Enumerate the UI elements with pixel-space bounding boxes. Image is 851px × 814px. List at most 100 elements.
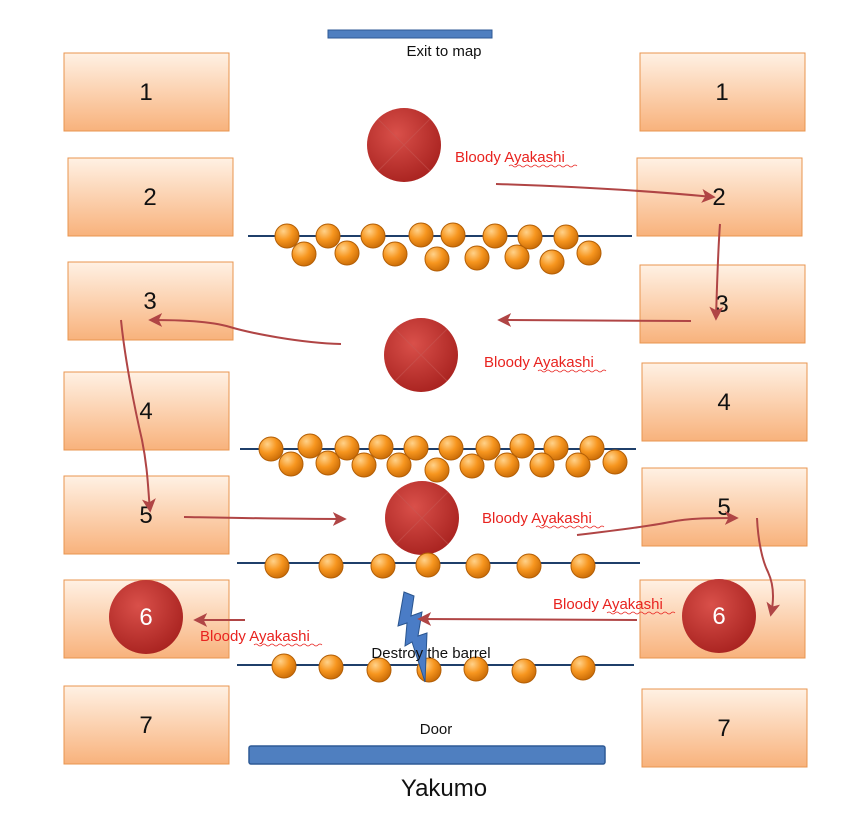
barrel-orb xyxy=(464,245,490,271)
left-box-5 xyxy=(63,475,230,555)
barrel-orb xyxy=(386,452,412,478)
barrel-orb xyxy=(494,452,520,478)
enemy-2 xyxy=(384,318,458,392)
right-box-4 xyxy=(641,362,808,442)
title-label: Yakumo xyxy=(401,775,487,802)
left-box-7 xyxy=(63,685,230,765)
barrel-orb xyxy=(543,435,569,461)
arrow xyxy=(183,511,347,526)
squiggle-underlines xyxy=(253,164,676,647)
enemy-6-right-label: 6 xyxy=(712,603,725,630)
arrow xyxy=(497,313,692,328)
lightning-icon xyxy=(397,591,428,683)
right-box-2-label: 2 xyxy=(712,184,725,211)
bloody-label-2: Bloody Ayakashi xyxy=(484,354,594,371)
barrel-orb xyxy=(539,249,565,275)
arrow xyxy=(709,223,724,321)
left-box-5-label: 5 xyxy=(139,502,152,529)
barrel-orb xyxy=(438,435,464,461)
barrel-orb xyxy=(264,553,290,579)
left-box-1-label: 1 xyxy=(139,79,152,106)
barrel-row-2 xyxy=(258,433,628,483)
arrow xyxy=(148,313,342,345)
right-column: 1 2 3 4 5 7 xyxy=(636,52,808,768)
destroy-label: Destroy the barrel xyxy=(371,645,490,662)
bloody-label-4: Bloody Ayakashi xyxy=(553,596,663,613)
left-box-3 xyxy=(67,261,234,341)
barrel-orb xyxy=(318,654,344,680)
right-box-4-label: 4 xyxy=(717,389,730,416)
barrel-orb xyxy=(565,452,591,478)
barrel-orb xyxy=(360,223,386,249)
barrel-orb xyxy=(529,452,555,478)
barrel-orb xyxy=(274,223,300,249)
left-box-2 xyxy=(67,157,234,237)
bloody-label-5: Bloody Ayakashi xyxy=(200,628,310,645)
barrel-orb xyxy=(553,224,579,250)
barrel-orb xyxy=(576,240,602,266)
barrel-orb xyxy=(465,553,491,579)
left-column: 1 2 3 4 5 7 xyxy=(63,52,234,765)
bloody-label-3: Bloody Ayakashi xyxy=(482,510,592,527)
left-box-7-label: 7 xyxy=(139,712,152,739)
barrel-orb xyxy=(278,451,304,477)
arrow xyxy=(576,511,739,536)
barrel-orb xyxy=(315,223,341,249)
barrel-orb xyxy=(297,433,323,459)
left-box-4 xyxy=(63,371,230,451)
barrel-orb xyxy=(334,435,360,461)
barrel-orb xyxy=(602,449,628,475)
barrel-orb xyxy=(368,434,394,460)
barrel-orb xyxy=(366,657,392,683)
barrel-orb xyxy=(334,240,360,266)
barrel-orb xyxy=(258,436,284,462)
right-box-7-label: 7 xyxy=(717,715,730,742)
right-box-1 xyxy=(639,52,806,132)
barrel-row-3 xyxy=(264,552,596,579)
enemy-6-left-label: 6 xyxy=(139,604,152,631)
barrel-orb xyxy=(517,224,543,250)
barrel-row-4 xyxy=(271,653,596,684)
barrel-orb xyxy=(424,246,450,272)
barrel-orb xyxy=(403,435,429,461)
path-arrows xyxy=(120,183,781,627)
barrel-orb xyxy=(463,656,489,682)
barrel-orb xyxy=(459,453,485,479)
right-box-1-label: 1 xyxy=(715,79,728,106)
barrel-orb xyxy=(570,655,596,681)
barrel-orb xyxy=(415,552,441,578)
barrel-orb xyxy=(424,457,450,483)
right-box-5 xyxy=(641,467,808,547)
barrel-orb xyxy=(475,435,501,461)
arrow xyxy=(120,319,156,513)
enemy-6-left: 6 xyxy=(109,580,183,654)
exit-label: Exit to map xyxy=(406,43,481,60)
barrel-orb xyxy=(516,553,542,579)
exit-bar xyxy=(327,29,493,39)
bloody-label-1: Bloody Ayakashi xyxy=(455,149,565,166)
barrel-orb xyxy=(351,452,377,478)
barrel-orb xyxy=(408,222,434,248)
door-bar xyxy=(248,745,606,765)
left-box-2-label: 2 xyxy=(143,184,156,211)
barrel-orb xyxy=(382,241,408,267)
barrel-orb xyxy=(511,658,537,684)
door-label: Door xyxy=(420,721,453,738)
barrel-orb xyxy=(482,223,508,249)
arrow xyxy=(756,517,781,617)
right-box-3 xyxy=(639,264,806,344)
right-box-5-label: 5 xyxy=(717,494,730,521)
left-box-4-label: 4 xyxy=(139,398,152,425)
barrel-orb xyxy=(370,553,396,579)
barrel-orb xyxy=(315,450,341,476)
enemy-1 xyxy=(367,108,441,182)
barrel-orb xyxy=(318,553,344,579)
barrel-orb xyxy=(509,433,535,459)
barrel-orb xyxy=(504,244,530,270)
barrel-orb xyxy=(579,435,605,461)
barrel-orb xyxy=(291,241,317,267)
arrow xyxy=(495,183,716,203)
left-box-3-label: 3 xyxy=(143,288,156,315)
enemy-6-right: 6 xyxy=(682,579,756,653)
